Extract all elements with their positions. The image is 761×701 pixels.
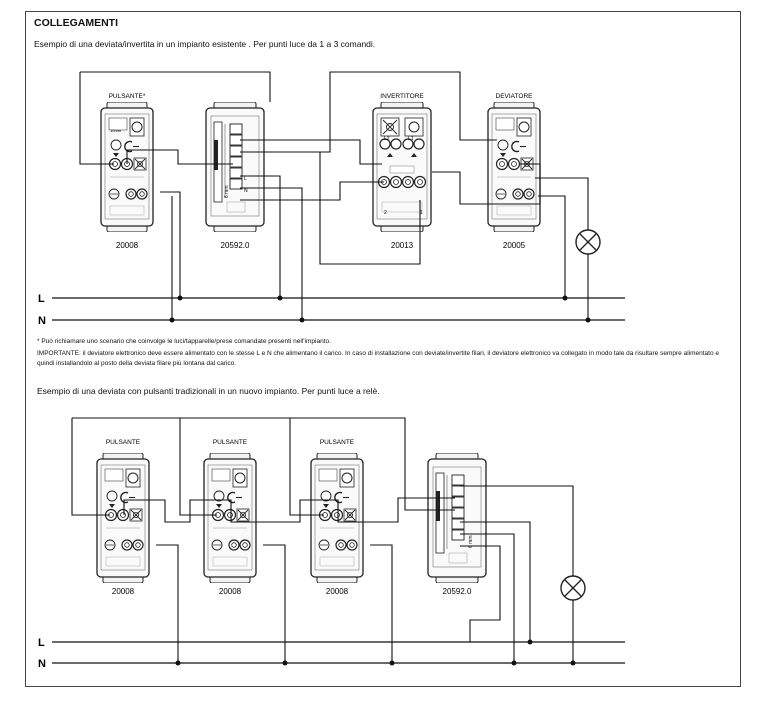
device-name: INVERTITORE <box>380 93 424 100</box>
section-title: COLLEGAMENTI <box>34 17 118 29</box>
example1-intro: Esempio di una deviata/invertita in un i… <box>34 39 376 49</box>
device-name: PULSANTE <box>320 439 355 446</box>
device-code: 20008 <box>112 587 135 596</box>
label-l: L <box>244 176 247 182</box>
device-code: 20005 <box>503 241 526 250</box>
label-6mm: 6 mm <box>224 186 230 199</box>
electronic-deviator-module-20592 <box>205 102 265 232</box>
device-name: DEVIATORE <box>496 93 534 100</box>
line-n-label: N <box>38 658 46 670</box>
pushbutton-module-20008 <box>96 453 150 583</box>
important-note: IMPORTANTE: il deviatore elettronico dev… <box>37 350 719 367</box>
label-6mm: 6 mm <box>468 536 474 549</box>
example1-power-lines <box>52 295 625 323</box>
deviator-module-20005 <box>487 102 541 232</box>
label-n: N <box>244 188 248 194</box>
example2-intro: Esempio di una deviata con pulsanti trad… <box>37 386 380 396</box>
line-n-label: N <box>38 315 46 327</box>
device-name: PULSANTE <box>106 439 141 446</box>
electronic-deviator-module-20592 <box>427 453 487 583</box>
lamp-icon <box>575 229 601 255</box>
device-code: 20008 <box>116 241 139 250</box>
asterisk-note: * Può richiamare uno scenario che coinvo… <box>37 338 331 345</box>
line-l-label: L <box>38 637 45 649</box>
pushbutton-module-20008 <box>310 453 364 583</box>
device-code: 20592.0 <box>221 241 250 250</box>
label-2: 2 <box>384 210 387 216</box>
label-1: 1 <box>420 210 423 216</box>
device-name: PULSANTE <box>213 439 248 446</box>
label-l2: L2 <box>384 136 390 142</box>
device-code: 20592.0 <box>443 587 472 596</box>
line-l-label: L <box>38 293 45 305</box>
pushbutton-module-20008 <box>100 102 154 232</box>
device-code: 20013 <box>391 241 414 250</box>
example2-diagram: L N PULSANTE 20008 PULSANTE 20008 PULSAN… <box>38 417 625 670</box>
example2-power-lines <box>52 639 625 666</box>
label-10mm: 10mm <box>110 128 122 133</box>
device-code: 20008 <box>326 587 349 596</box>
content-frame <box>25 11 741 687</box>
pushbutton-module-20008 <box>203 453 257 583</box>
device-code: 20008 <box>219 587 242 596</box>
lamp-icon <box>560 575 586 601</box>
label-l1: L1 <box>408 136 414 142</box>
device-name: PULSANTE* <box>109 93 146 100</box>
example1-diagram: L N PULSANTE* 20008 20592.0 INVERTITORE … <box>38 71 625 327</box>
